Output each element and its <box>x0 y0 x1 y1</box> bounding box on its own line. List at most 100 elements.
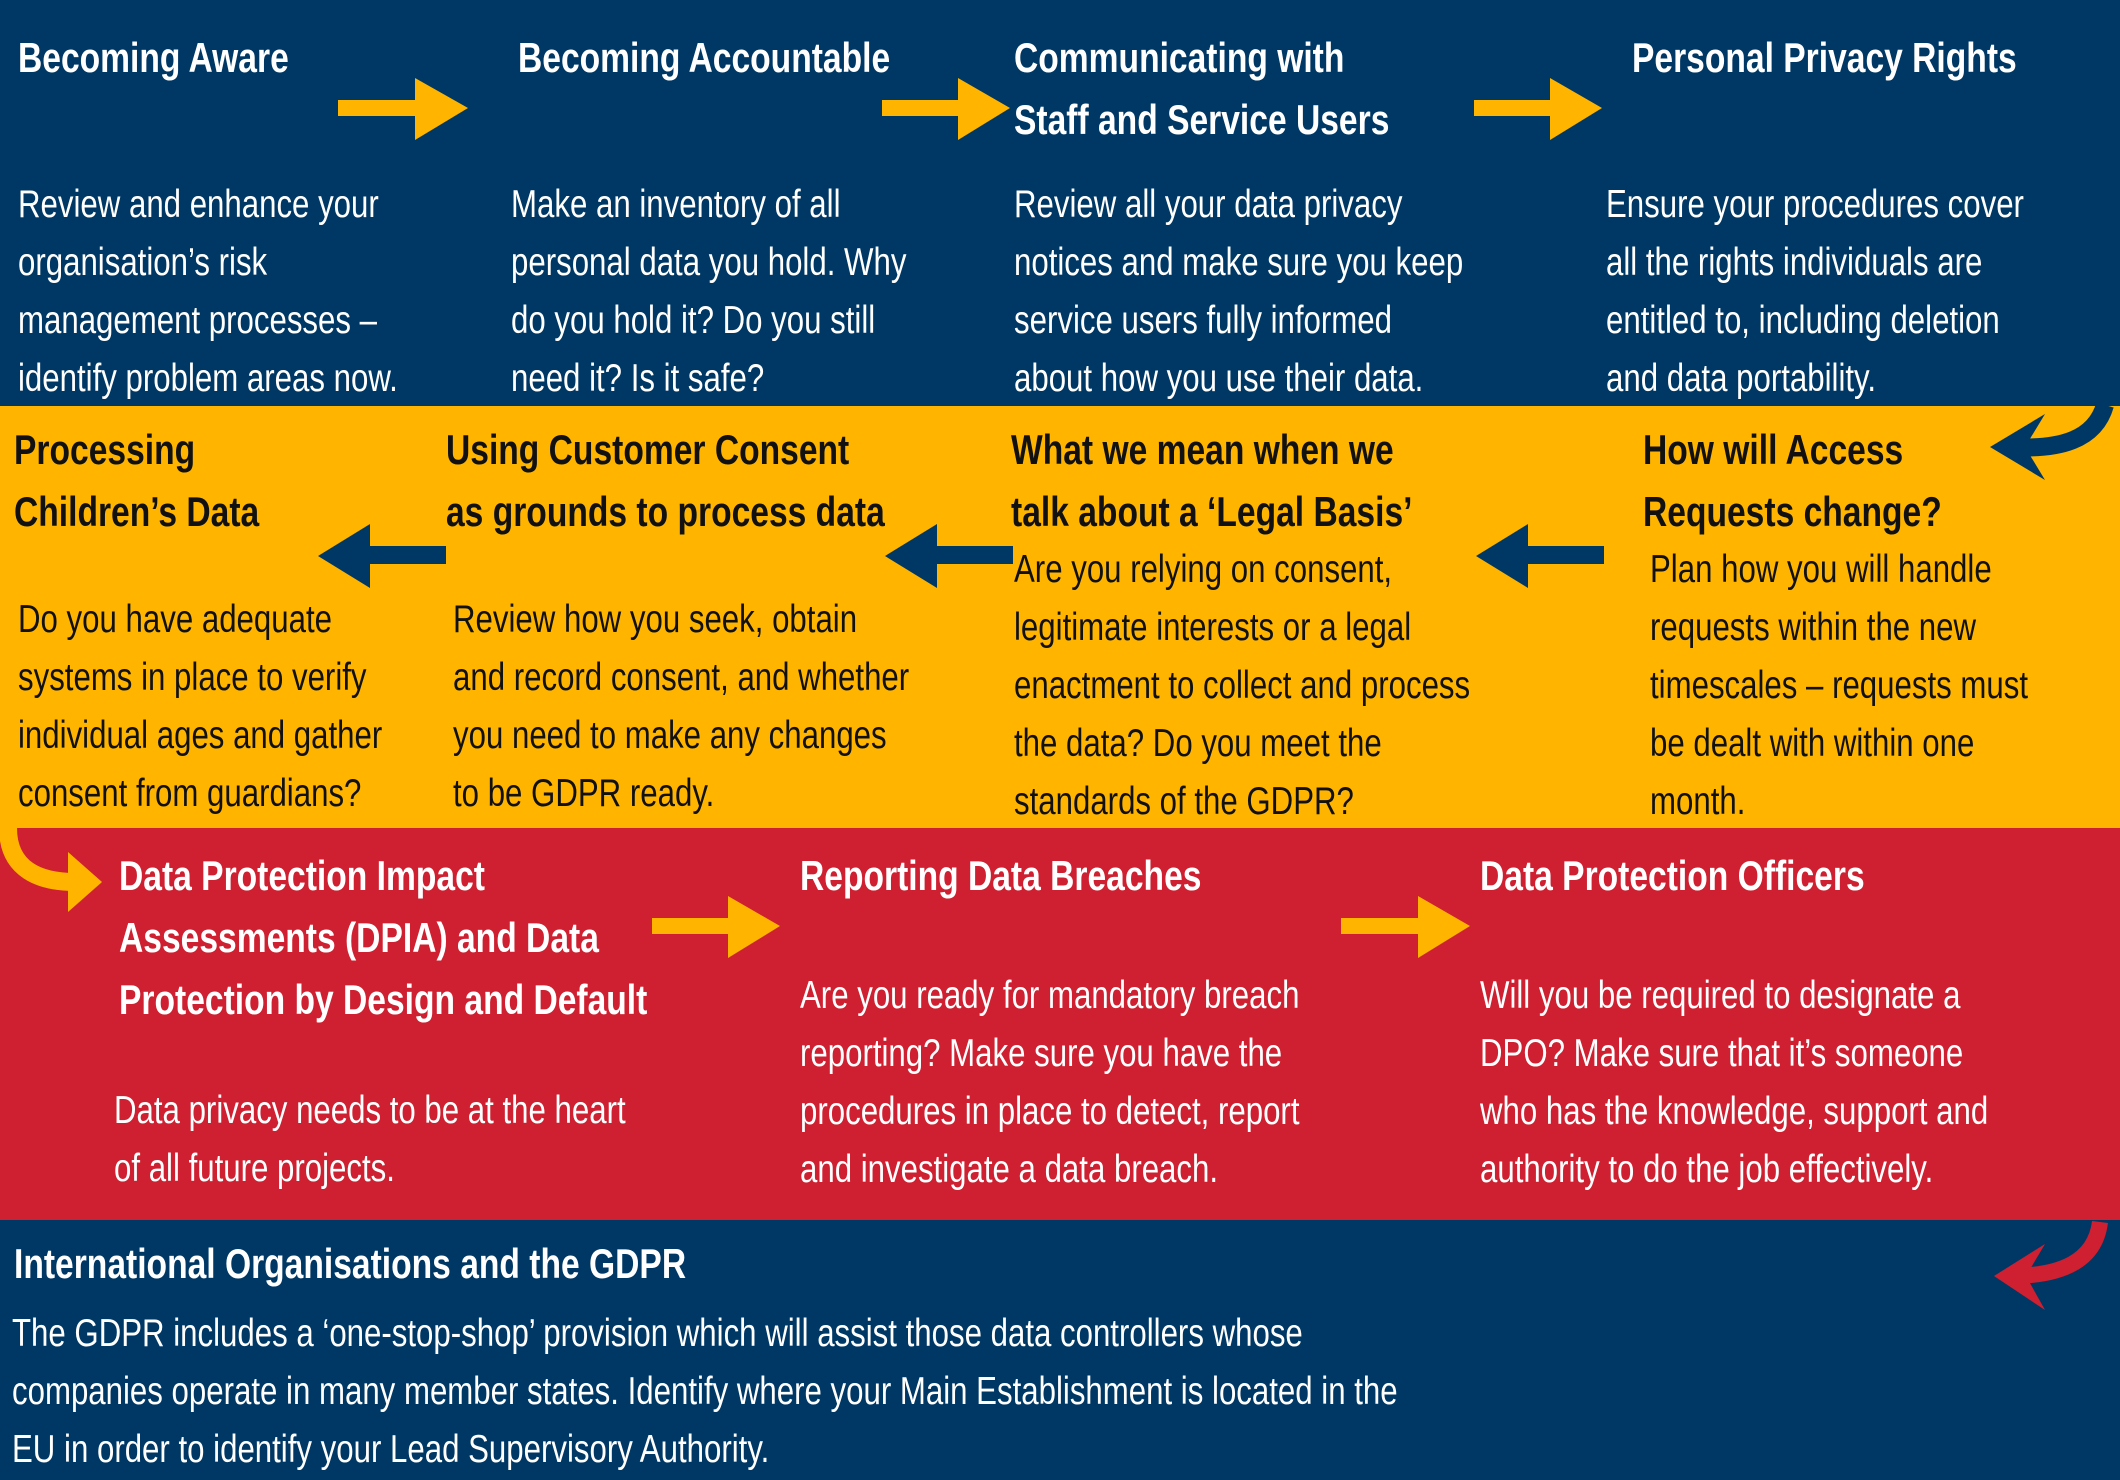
row3-step-1-body-line: of all future projects. <box>114 1147 395 1190</box>
arrow-left-icon <box>318 524 446 588</box>
row1-step-2-body-line: personal data you hold. Why <box>511 241 907 284</box>
row3-step-2-body-line: and investigate a data breach. <box>800 1148 1219 1191</box>
row2-step-2-body-line: and record consent, and whether <box>453 656 910 699</box>
row1-step-4-body-line: all the rights individuals are <box>1606 241 1983 284</box>
row1-step-1-body: Review and enhance your organisation’s ri… <box>18 176 398 408</box>
row1-step-3-body-line: notices and make sure you keep <box>1014 241 1464 284</box>
row2-step-2-title-line: as grounds to process data <box>446 488 885 535</box>
arrow-right-icon <box>652 896 780 958</box>
row4-title-line: International Organisations and the GDPR <box>14 1240 687 1287</box>
row2-step-3-title: What we mean when we talk about a ‘Legal … <box>1011 419 1412 543</box>
row1-step-4-body-line: Ensure your procedures cover <box>1606 183 2024 226</box>
row3-step-3-body-line: Will you be required to designate a <box>1480 974 1961 1017</box>
row1-step-4-title-line: Personal Privacy Rights <box>1632 34 2017 81</box>
row4-body-line: EU in order to identify your Lead Superv… <box>12 1428 770 1471</box>
row2-step-3-body-line: enactment to collect and process <box>1014 664 1471 707</box>
row4-title: International Organisations and the GDPR <box>14 1233 686 1295</box>
row1-step-1-title-line: Becoming Aware <box>18 34 289 81</box>
row3-step-2-title-line: Reporting Data Breaches <box>800 852 1202 899</box>
row4-body-line: The GDPR includes a ‘one-stop-shop’ prov… <box>12 1312 1303 1355</box>
row2-step-3-title-line: talk about a ‘Legal Basis’ <box>1011 488 1413 535</box>
row2-step-3-body-line: the data? Do you meet the <box>1014 722 1382 765</box>
right-arrows-row3 <box>652 896 1470 958</box>
row1-step-2-body: Make an inventory of all personal data yo… <box>511 176 906 408</box>
row2-step-1-body-line: consent from guardians? <box>18 772 362 815</box>
arrow-right-icon <box>338 78 468 140</box>
curved-arrow-yellow-icon <box>0 827 102 912</box>
row3-step-2-body-line: Are you ready for mandatory breach <box>800 974 1300 1017</box>
row3-step-3-body-line: DPO? Make sure that it’s someone <box>1480 1032 1964 1075</box>
band-row1 <box>0 0 2120 406</box>
row1-step-2-body-line: do you hold it? Do you still <box>511 299 876 342</box>
arrow-left-icon <box>1476 524 1604 588</box>
row1-step-1-body-line: Review and enhance your <box>18 183 379 226</box>
row1-step-4-body-line: entitled to, including deletion <box>1606 299 2000 342</box>
row1-step-3-body-line: about how you use their data. <box>1014 357 1424 400</box>
row3-step-1-body-line: Data privacy needs to be at the heart <box>114 1089 626 1132</box>
row1-step-1-body-line: management processes – <box>18 299 377 342</box>
arrow-right-icon <box>1474 78 1602 140</box>
row2-step-4-body-line: Plan how you will handle <box>1650 548 1992 591</box>
arrow-right-icon <box>1341 896 1470 958</box>
row1-step-2-title: Becoming Accountable <box>518 27 890 89</box>
row1-step-2-title-line: Becoming Accountable <box>518 34 891 81</box>
left-arrows-row2 <box>318 524 1604 588</box>
row2-step-3-title-line: What we mean when we <box>1011 426 1394 473</box>
arrow-left-icon <box>885 524 1013 588</box>
row2-step-1-title-line: Processing <box>14 426 196 473</box>
band-row4 <box>0 1220 2120 1480</box>
row1-step-4-title: Personal Privacy Rights <box>1632 27 2017 89</box>
row1-step-2-body-line: Make an inventory of all <box>511 183 841 226</box>
row2-step-4-body-line: timescales – requests must <box>1650 664 2029 707</box>
row3-step-1-title-line: Assessments (DPIA) and Data <box>119 914 599 961</box>
row2-step-2-title-line: Using Customer Consent <box>446 426 850 473</box>
row3-step-2-title: Reporting Data Breaches <box>800 845 1201 907</box>
row3-step-1-title-line: Data Protection Impact <box>119 852 485 899</box>
row2-step-1-body-line: individual ages and gather <box>18 714 383 757</box>
arrow-right-icon <box>882 78 1010 140</box>
row2-step-2-body: Review how you seek, obtain and record co… <box>453 591 909 823</box>
row1-step-1-title: Becoming Aware <box>18 27 289 89</box>
row1-step-4-body-line: and data portability. <box>1606 357 1876 400</box>
right-arrows-row1 <box>338 78 1602 140</box>
row4-body-line: companies operate in many member states.… <box>12 1370 1398 1413</box>
row3-step-3-title: Data Protection Officers <box>1480 845 1865 907</box>
band-row3 <box>0 828 2120 1220</box>
row3-step-2-body-line: reporting? Make sure you have the <box>800 1032 1283 1075</box>
row1-step-1-body-line: organisation’s risk <box>18 241 268 284</box>
row3-step-1-body: Data privacy needs to be at the heart of … <box>114 1082 626 1198</box>
row3-step-2-body-line: procedures in place to detect, report <box>800 1090 1300 1133</box>
row2-step-2-body-line: to be GDPR ready. <box>453 772 715 815</box>
row2-step-4-title-line: Requests change? <box>1643 488 1942 535</box>
row2-step-3-body: Are you relying on consent, legitimate in… <box>1014 541 1470 831</box>
row3-step-2-body: Are you ready for mandatory breach report… <box>800 967 1300 1199</box>
row3-step-3-body: Will you be required to designate a DPO? … <box>1480 967 1988 1199</box>
row2-step-2-body-line: Review how you seek, obtain <box>453 598 858 641</box>
row1-step-3-title-line: Staff and Service Users <box>1014 96 1390 143</box>
row2-step-4-title-line: How will Access <box>1643 426 1904 473</box>
row1-step-2-body-line: need it? Is it safe? <box>511 357 765 400</box>
row3-step-3-body-line: authority to do the job effectively. <box>1480 1148 1934 1191</box>
curved-arrow-red-icon <box>1994 1220 2108 1310</box>
row2-step-3-body-line: Are you relying on consent, <box>1014 548 1393 591</box>
row3-step-3-title-line: Data Protection Officers <box>1480 852 1865 899</box>
band-row2 <box>0 406 2120 828</box>
row4-body: The GDPR includes a ‘one-stop-shop’ prov… <box>12 1305 1398 1479</box>
row1-step-4-body: Ensure your procedures cover all the righ… <box>1606 176 2024 408</box>
row1-step-3-body-line: service users fully informed <box>1014 299 1392 342</box>
curved-arrow-navy-icon <box>1990 402 2114 480</box>
row1-step-3-title-line: Communicating with <box>1014 34 1345 81</box>
row2-step-4-body-line: month. <box>1650 780 1746 823</box>
row3-step-1-title-line: Protection by Design and Default <box>119 976 648 1023</box>
row2-step-4-body-line: be dealt with within one <box>1650 722 1975 765</box>
row2-step-3-body-line: legitimate interests or a legal <box>1014 606 1412 649</box>
row2-step-1-body-line: systems in place to verify <box>18 656 367 699</box>
